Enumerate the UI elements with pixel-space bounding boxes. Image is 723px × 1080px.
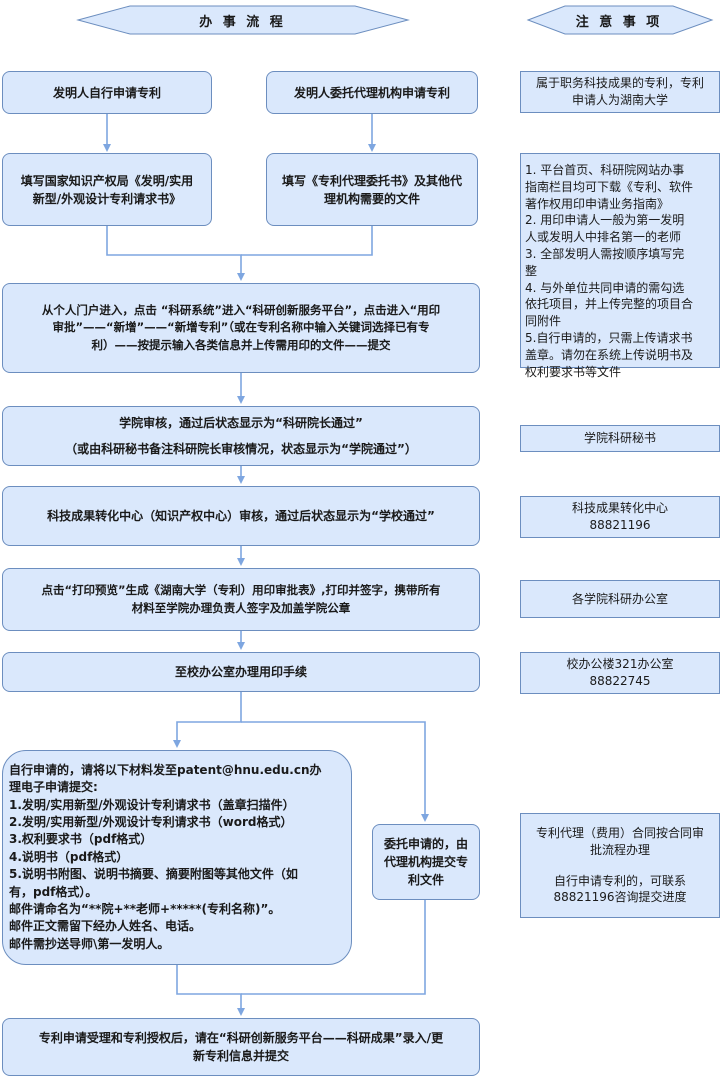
print-line-1: 点击“打印预览”生成《湖南大学（专利）用印审批表》,打印并签字，携带所有	[41, 583, 441, 598]
portal-line-2: 审批”——“新增”——“新增专利”（或在专利名称中输入关键词选择已有专	[52, 320, 430, 335]
contract-line-4: 自行申请专利的，可联系	[553, 873, 686, 888]
guide-line-10: 同附件	[525, 314, 562, 329]
agency-apply-step: 发明人委托代理机构申请专利	[266, 71, 478, 114]
final-record-step: 专利申请受理和专利授权后，请在“科研创新服务平台——科研成果”录入/更 新专利信…	[2, 1018, 480, 1076]
fill-form-step: 填写国家知识产权局《发明/实用 新型/外观设计专利请求书》	[2, 153, 212, 226]
self-submit-line-10: 邮件正文需留下经办人姓名、电话。	[9, 919, 202, 934]
portal-submit-step: 从个人门户进入，点击 “科研系统”进入“科研创新服务平台”，点击进入“用印 审批…	[2, 283, 480, 373]
contract-line-5: 88821196咨询提交进度	[553, 890, 687, 905]
self-submit-line-8: 有，pdf格式）。	[9, 884, 98, 899]
guide-line-13: 权利要求书等文件	[525, 364, 622, 379]
guide-line-4: 2. 用印申请人一般为第一发明	[525, 213, 685, 228]
process-header: 办 事 流 程	[199, 14, 286, 30]
fill-form-line-2: 新型/外观设计专利请求书》	[32, 191, 182, 206]
final-line-1: 专利申请受理和专利授权后，请在“科研创新服务平台——科研成果”录入/更	[38, 1031, 444, 1045]
guide-line-12: 盖章。请勿在系统上传说明书及	[525, 347, 694, 362]
self-apply-step: 发明人自行申请专利	[2, 71, 212, 114]
guide-line-3: 著作权用印申请业务指南》	[525, 196, 670, 211]
agency-submit-line-1: 委托申请的，由	[383, 837, 468, 851]
agency-submit-line-2: 代理机构提交专	[383, 855, 468, 869]
self-submit-line-11: 邮件需抄送导师\第一发明人。	[9, 936, 170, 951]
guide-line-1: 1. 平台首页、科研院网站办事	[525, 163, 685, 177]
self-submit-line-7: 5.说明书附图、说明书摘要、摘要附图等其他文件（如	[9, 867, 298, 882]
guide-line-11: 5.自行申请的，只需上传请求书	[525, 330, 693, 345]
print-approval-step: 点击“打印预览”生成《湖南大学（专利）用印审批表》,打印并签字，携带所有 材料至…	[2, 568, 480, 631]
self-submit-line-9: 邮件请命名为“**院+**老师+*****(专利名称)”。	[9, 901, 281, 916]
guide-line-6: 3. 全部发明人需按顺序填写完	[525, 246, 685, 261]
ownership-note: 属于职务科技成果的专利，专利 申请人为湖南大学	[520, 71, 720, 113]
print-line-2: 材料至学院办理负责人签字及加盖学院公章	[131, 600, 351, 615]
guide-line-5: 人或发明人中排名第一的老师	[525, 230, 682, 245]
self-submit-line-1: 自行申请的，请将以下材料发至patent@hnu.edu.cn办	[9, 762, 322, 777]
self-submit-line-4: 2.发明/实用新型/外观设计专利请求书（word格式）	[9, 815, 293, 830]
office-seal-step: 至校办公室办理用印手续	[2, 652, 480, 692]
college-review-line-2: （或由科研秘书备注科研院长审核情况，状态显示为“学院通过”）	[65, 442, 417, 456]
fill-agency-line-1: 填写《专利代理委托书》及其他代	[281, 173, 462, 188]
agency-submit-line-3: 利文件	[407, 873, 444, 887]
contract-note: 专利代理（费用）合同按合同审 批流程办理 自行申请专利的，可联系 8882119…	[520, 813, 720, 918]
self-submit-step: 自行申请的，请将以下材料发至patent@hnu.edu.cn办 理电子申请提交…	[2, 750, 352, 965]
fill-agency-line-2: 理机构需要的文件	[323, 191, 420, 206]
secretary-note: 学院科研秘书	[520, 425, 720, 452]
school-review-step: 科技成果转化中心（知识产权中心）审核，通过后状态显示为“学校通过”	[2, 486, 480, 546]
contract-line-2: 批流程办理	[589, 842, 650, 857]
transfer-center-line-2: 88821196	[589, 518, 651, 532]
guide-line-8: 4. 与外单位共同申请的需勾选	[525, 280, 685, 295]
transfer-center-note: 科技成果转化中心 88821196	[520, 496, 720, 538]
guide-line-7: 整	[525, 263, 538, 278]
portal-line-3: 利）——按提示输入各类信息并上传需用印的文件——提交	[91, 337, 391, 352]
portal-line-1: 从个人门户进入，点击 “科研系统”进入“科研创新服务平台”，点击进入“用印	[41, 303, 441, 318]
fill-form-line-1: 填写国家知识产权局《发明/实用	[20, 173, 194, 188]
self-submit-line-6: 4.说明书（pdf格式）	[9, 849, 129, 864]
transfer-center-line-1: 科技成果转化中心	[571, 501, 668, 516]
school-office-line-1: 校办公楼321办公室	[566, 657, 674, 672]
notes-header: 注 意 事 项	[575, 14, 663, 30]
agency-submit-step: 委托申请的，由 代理机构提交专 利文件	[372, 824, 480, 900]
final-line-2: 新专利信息并提交	[192, 1049, 289, 1063]
college-review-line-1: 学院审核，通过后状态显示为“科研院长通过”	[119, 416, 363, 430]
fill-agency-step: 填写《专利代理委托书》及其他代 理机构需要的文件	[266, 153, 478, 226]
self-submit-line-5: 3.权利要求书（pdf格式）	[9, 832, 153, 847]
guide-note: 1. 平台首页、科研院网站办事 指南栏目均可下载《专利、软件 著作权用印申请业务…	[520, 153, 720, 379]
ownership-line-2: 申请人为湖南大学	[571, 93, 668, 107]
guide-line-2: 指南栏目均可下载《专利、软件	[525, 179, 694, 194]
school-office-line-2: 88822745	[589, 674, 651, 688]
college-office-note: 各学院科研办公室	[520, 580, 720, 618]
self-submit-line-2: 理电子申请提交:	[9, 780, 98, 795]
self-submit-line-3: 1.发明/实用新型/外观设计专利请求书（盖章扫描件）	[9, 797, 295, 812]
ownership-line-1: 属于职务科技成果的专利，专利	[535, 76, 704, 91]
contract-line-1: 专利代理（费用）合同按合同审	[535, 825, 704, 840]
school-office-note: 校办公楼321办公室 88822745	[520, 652, 720, 694]
college-review-step: 学院审核，通过后状态显示为“科研院长通过” （或由科研秘书备注科研院长审核情况，…	[2, 406, 480, 466]
guide-line-9: 依托项目，并上传完整的项目合	[525, 297, 694, 312]
